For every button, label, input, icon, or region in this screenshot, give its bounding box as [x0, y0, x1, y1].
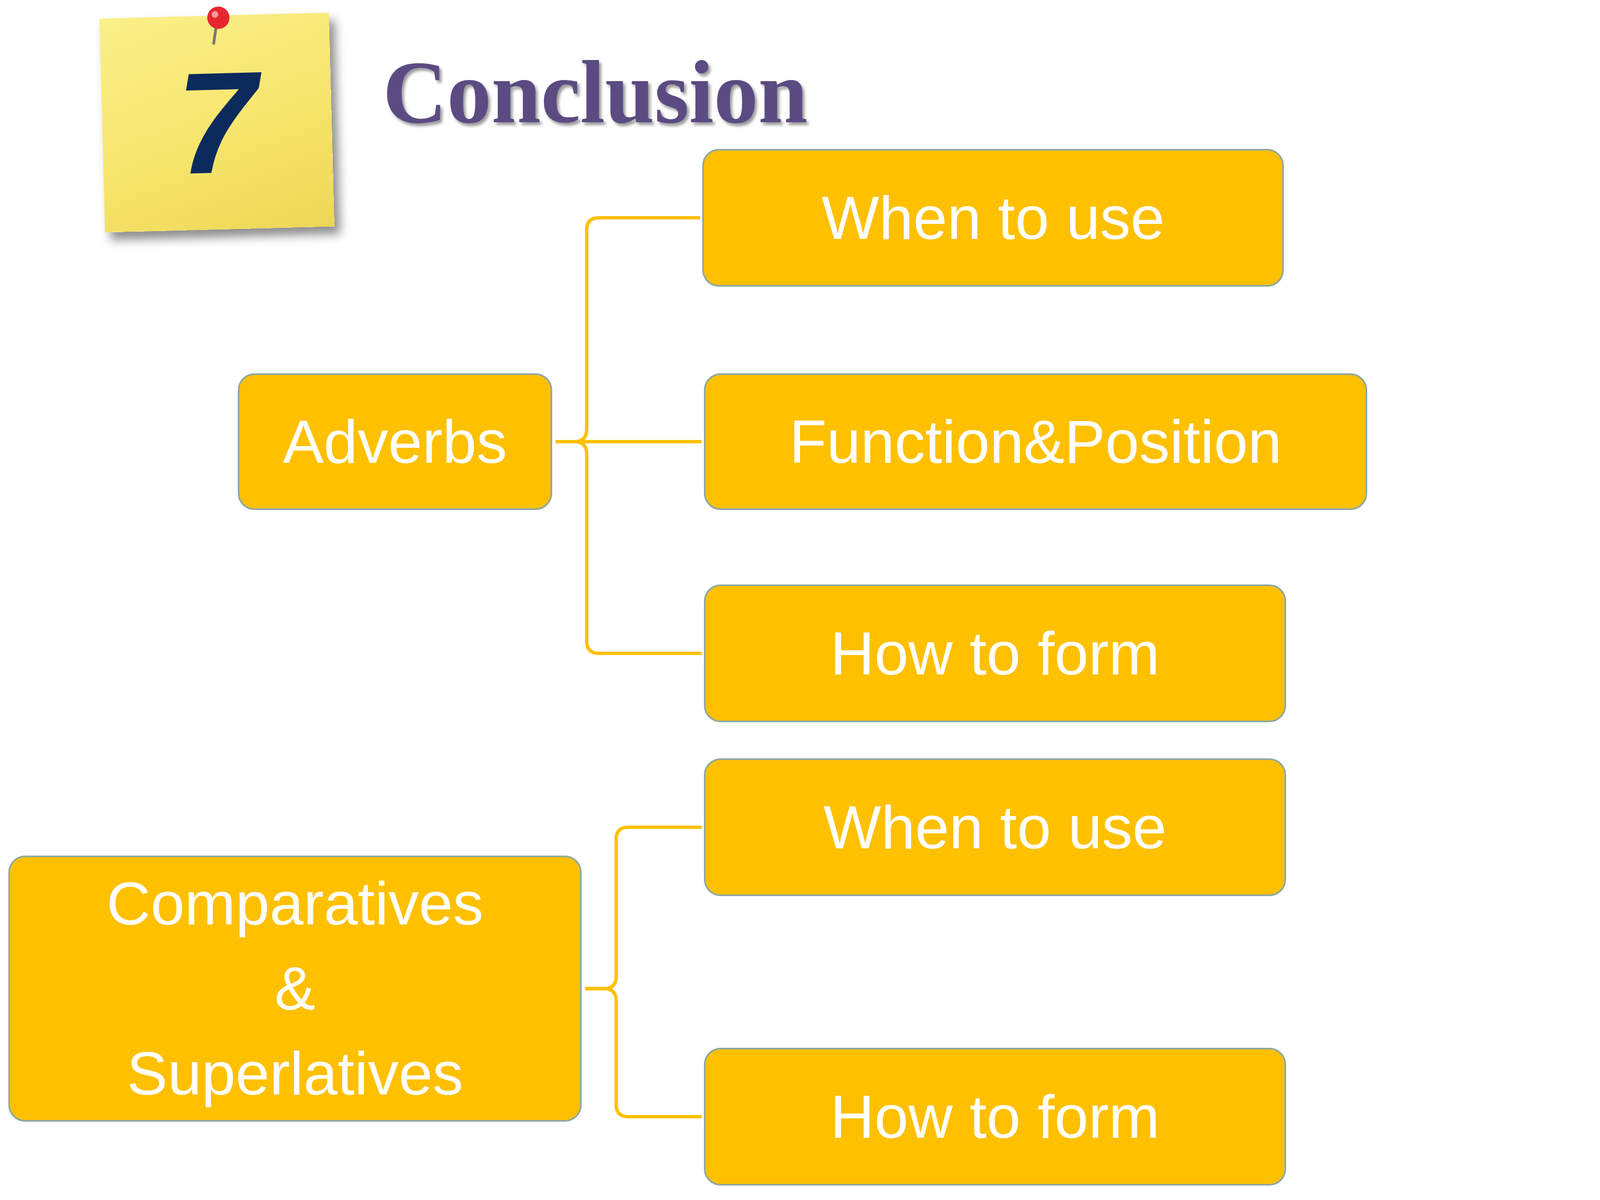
bracket-connector: [555, 441, 702, 654]
section-number: 7: [175, 49, 259, 197]
subtopic-box: How to form: [703, 1047, 1287, 1186]
box-label: When to use: [823, 785, 1167, 870]
topic-box: Adverbs: [237, 373, 553, 510]
box-label: Function&Position: [789, 399, 1283, 485]
pin-head: [207, 6, 230, 29]
box-label: When to use: [821, 175, 1165, 261]
subtopic-box: Function&Position: [703, 373, 1368, 510]
topic-box: Comparatives & Superlatives: [8, 855, 582, 1122]
slide-title: Conclusion: [382, 43, 808, 142]
box-label: Comparatives & Superlatives: [102, 861, 489, 1117]
subtopic-box: How to form: [703, 584, 1287, 723]
subtopic-box: When to use: [703, 758, 1287, 897]
sticky-note: 7: [99, 12, 335, 233]
bracket-connector: [555, 217, 700, 442]
bracket-connector: [585, 988, 702, 1118]
bracket-connector: [585, 827, 702, 989]
box-label: How to form: [830, 1074, 1160, 1160]
pin-highlight: [211, 11, 219, 18]
box-label: How to form: [830, 611, 1160, 697]
subtopic-box: When to use: [702, 148, 1284, 287]
push-pin: [193, 2, 245, 49]
box-label: Adverbs: [282, 399, 508, 485]
